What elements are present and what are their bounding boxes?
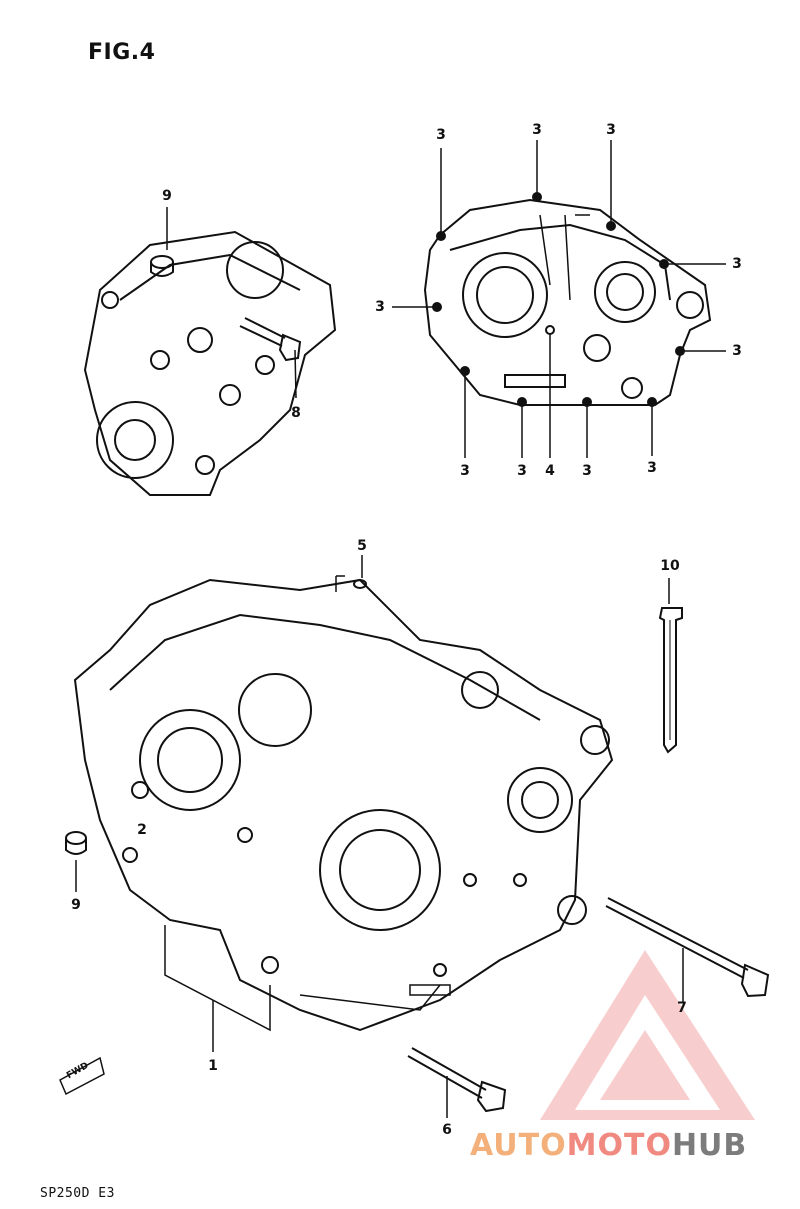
callout-2: 2: [137, 822, 147, 838]
callout-8: 8: [291, 405, 301, 421]
plug-9-upper-drawing: [150, 255, 174, 277]
callout-10: 10: [660, 558, 680, 574]
callout-3-i: 3: [582, 463, 592, 479]
callout-3-a: 3: [436, 127, 446, 143]
callout-3-d: 3: [732, 256, 742, 272]
callout-3-c: 3: [606, 122, 616, 138]
model-code: SP250D E3: [40, 1186, 115, 1201]
callout-3-e: 3: [375, 299, 385, 315]
callout-3-h: 3: [517, 463, 527, 479]
callout-9-upper: 9: [162, 188, 172, 204]
brand-part-hub: HUB: [671, 1128, 748, 1163]
brand-watermark: AUTOMOTOHUB: [470, 1128, 747, 1163]
callout-9-lower: 9: [71, 897, 81, 913]
plug-9-lower-drawing: [65, 831, 87, 892]
part-1-bracket: [164, 925, 271, 1052]
brand-part-auto: AUTO: [470, 1128, 567, 1163]
brand-part-moto: MOTO: [566, 1128, 672, 1163]
part-10-drawing: [658, 578, 683, 754]
left-crankcase-cover-drawing: [83, 230, 337, 496]
dowel-5-drawing: [335, 555, 367, 592]
brand-logo-mark: [540, 950, 755, 1120]
bolt-6-drawing: [407, 1047, 507, 1118]
bolt-7-drawing: [605, 897, 770, 1002]
callout-5: 5: [357, 538, 367, 554]
crankcase-assembly-drawing: [73, 578, 614, 1032]
callout-6: 6: [442, 1122, 452, 1138]
callout-3-g: 3: [460, 463, 470, 479]
forward-arrow-drawing: [59, 1056, 105, 1096]
right-crankcase-half-drawing: [423, 192, 712, 407]
callout-3-j: 3: [647, 460, 657, 476]
callout-7: 7: [677, 1000, 687, 1016]
callout-4: 4: [545, 463, 555, 479]
bolt-8-drawing: [239, 317, 302, 399]
callout-1: 1: [208, 1058, 218, 1074]
figure-title: FIG.4: [88, 40, 156, 65]
callout-3-f: 3: [732, 343, 742, 359]
callout-3-b: 3: [532, 122, 542, 138]
